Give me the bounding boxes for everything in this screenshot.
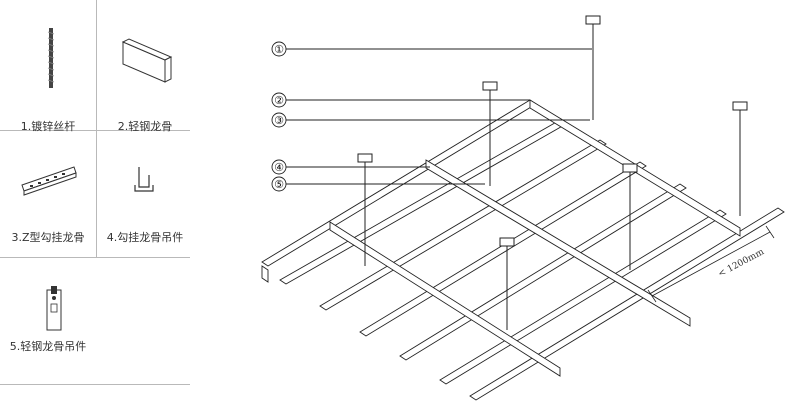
callout-leaders	[286, 48, 592, 185]
legend-item-steel-keel-hanger: 5.轻钢龙骨吊件	[0, 258, 96, 384]
z-hook-keel	[261, 99, 537, 267]
legend-label: 4.勾挂龙骨吊件	[106, 231, 184, 244]
legend-label: 2.轻钢龙骨	[117, 120, 173, 133]
callout-5: ⑤	[274, 178, 284, 191]
steel-keel-hanger-icon	[46, 286, 62, 331]
threaded-rod-icon	[47, 28, 55, 88]
legend-item-threaded-rod: 1.镀锌丝杆	[0, 0, 96, 133]
divider	[96, 0, 97, 257]
legend-label: 3.Z型勾挂龙骨	[11, 231, 85, 244]
divider	[0, 257, 190, 258]
callout-marker-4	[271, 159, 287, 175]
legend-item-light-steel-keel: 2.轻钢龙骨	[97, 0, 193, 133]
z-hook-keel	[399, 183, 687, 361]
hanger-rods	[364, 22, 741, 330]
callout-marker-5	[271, 176, 287, 192]
callout-2: ②	[274, 94, 284, 107]
light-steel-keel	[329, 221, 561, 377]
anchor-plates	[357, 15, 748, 247]
callout-marker-1	[271, 41, 287, 57]
callout-4: ④	[274, 161, 284, 174]
legend-label: 1.镀锌丝杆	[20, 120, 76, 133]
ceiling-diagram: ① ② ③ ④ ⑤ < 1200mm	[261, 15, 785, 401]
callout-3: ③	[274, 114, 284, 127]
z-hook-keel	[469, 207, 785, 401]
legend-item-z-hook-keel: 3.Z型勾挂龙骨	[0, 131, 96, 257]
z-hook-keel	[279, 119, 567, 285]
legend-item-hook-keel-hanger: 4.勾挂龙骨吊件	[97, 131, 193, 257]
divider	[0, 384, 190, 385]
dimension-line	[647, 225, 775, 303]
z-hook-keel-end	[261, 265, 269, 283]
dimension-label: < 1200mm	[717, 247, 767, 280]
divider	[0, 130, 190, 131]
legend-panel: 1.镀锌丝杆 2.轻钢龙骨 3.Z型勾挂龙骨	[0, 0, 200, 410]
callout-marker-2	[271, 92, 287, 108]
callout-1: ①	[274, 43, 284, 56]
light-steel-keel	[425, 159, 691, 327]
z-hook-keel	[359, 161, 647, 337]
callout-marker-3	[271, 112, 287, 128]
legend-label: 5.轻钢龙骨吊件	[9, 340, 87, 353]
z-hook-keel	[439, 209, 727, 385]
z-hook-keel-icon	[21, 166, 77, 196]
z-hook-keel	[319, 139, 607, 311]
hook-keel-hanger-icon	[134, 167, 154, 192]
light-steel-keel-icon	[121, 38, 173, 83]
